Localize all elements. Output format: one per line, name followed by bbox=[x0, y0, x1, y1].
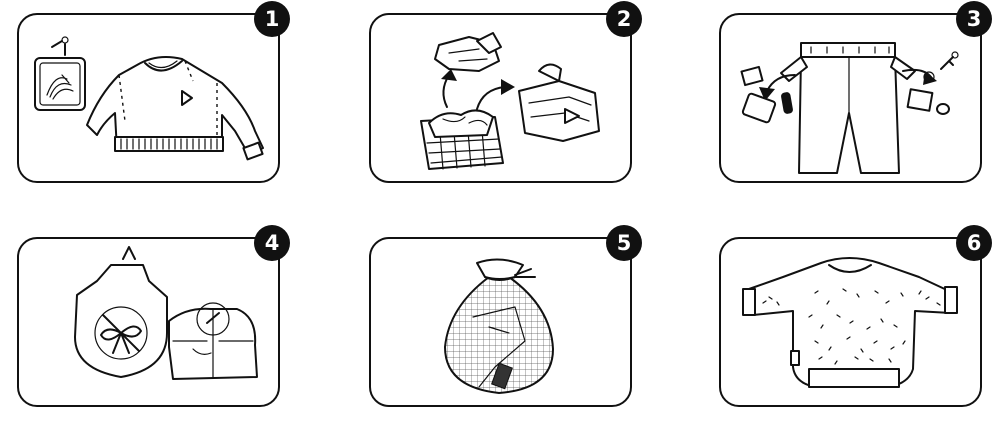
step-number: 6 bbox=[956, 225, 992, 261]
step-4-panel: 4 bbox=[17, 237, 280, 407]
step-number: 4 bbox=[254, 225, 290, 261]
step-6-panel: 6 bbox=[719, 237, 982, 407]
step-number: 5 bbox=[606, 225, 642, 261]
step-3-panel: 3 bbox=[719, 13, 982, 183]
sweater-with-care-label-icon bbox=[17, 13, 280, 183]
sorting-laundry-basket-icon bbox=[369, 13, 632, 183]
step-1-panel: 1 bbox=[17, 13, 280, 183]
step-number: 1 bbox=[254, 1, 290, 37]
mesh-laundry-bag-icon bbox=[369, 237, 632, 407]
step-2-panel: 2 bbox=[369, 13, 632, 183]
step-number: 2 bbox=[606, 1, 642, 37]
step-number: 3 bbox=[956, 1, 992, 37]
woolly-sweater-icon bbox=[719, 237, 982, 407]
step-5-panel: 5 bbox=[369, 237, 632, 407]
empty-pockets-trousers-icon bbox=[719, 13, 982, 183]
close-zippers-fasteners-icon bbox=[17, 237, 280, 407]
